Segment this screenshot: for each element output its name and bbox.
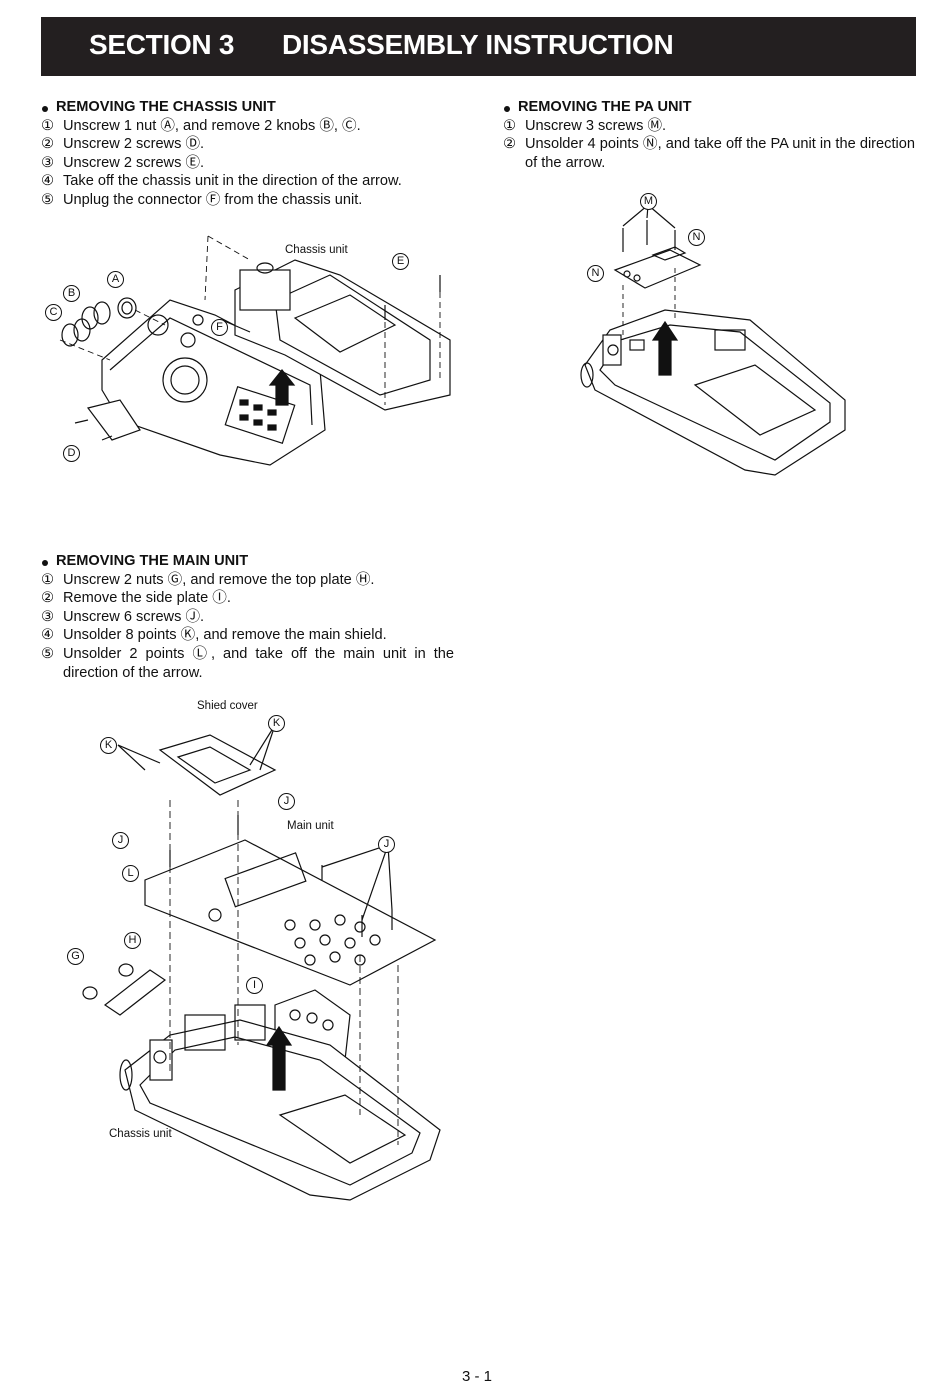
callout-g: G: [67, 948, 84, 965]
callout-h: H: [124, 932, 141, 949]
bullet-icon: [504, 106, 510, 113]
callout-a: A: [107, 271, 124, 288]
callout-k-left: K: [100, 737, 117, 754]
callout-d: D: [63, 445, 80, 462]
main-heading: REMOVING THE MAIN UNIT: [41, 552, 454, 571]
callout-c: C: [45, 304, 62, 321]
bullet-icon: [42, 560, 48, 567]
chassis-heading: REMOVING THE CHASSIS UNIT: [41, 98, 454, 117]
shield-cover-caption: Shied cover: [197, 700, 258, 712]
callout-n-left: N: [587, 265, 604, 282]
chassis-unit-caption: Chassis unit: [285, 244, 348, 256]
page-number: 3 - 1: [462, 1368, 493, 1385]
section-title: DISASSEMBLY INSTRUCTION: [282, 29, 674, 60]
callout-l: L: [122, 865, 139, 882]
callout-m: M: [640, 193, 657, 210]
callout-j-right: J: [378, 836, 395, 853]
pa-heading: REMOVING THE PA UNIT: [503, 98, 915, 117]
callout-f: F: [211, 319, 228, 336]
callout-j-left: J: [112, 832, 129, 849]
main-unit-caption: Main unit: [287, 820, 334, 832]
callout-e: E: [392, 253, 409, 270]
callout-i: I: [246, 977, 263, 994]
main-removal-diagram: [82, 724, 441, 1201]
pa-removal-diagram: [580, 204, 846, 476]
section-number: SECTION 3: [89, 29, 235, 60]
callout-j-top: J: [278, 793, 295, 810]
chassis-removal-diagram: [59, 235, 451, 466]
callout-b: B: [63, 285, 80, 302]
callout-k-right: K: [268, 715, 285, 732]
section-header: SECTION 3 DISASSEMBLY INSTRUCTION: [41, 17, 916, 76]
chassis-unit-caption-bottom: Chassis unit: [109, 1128, 172, 1140]
callout-n-right: N: [688, 229, 705, 246]
bullet-icon: [42, 106, 48, 113]
